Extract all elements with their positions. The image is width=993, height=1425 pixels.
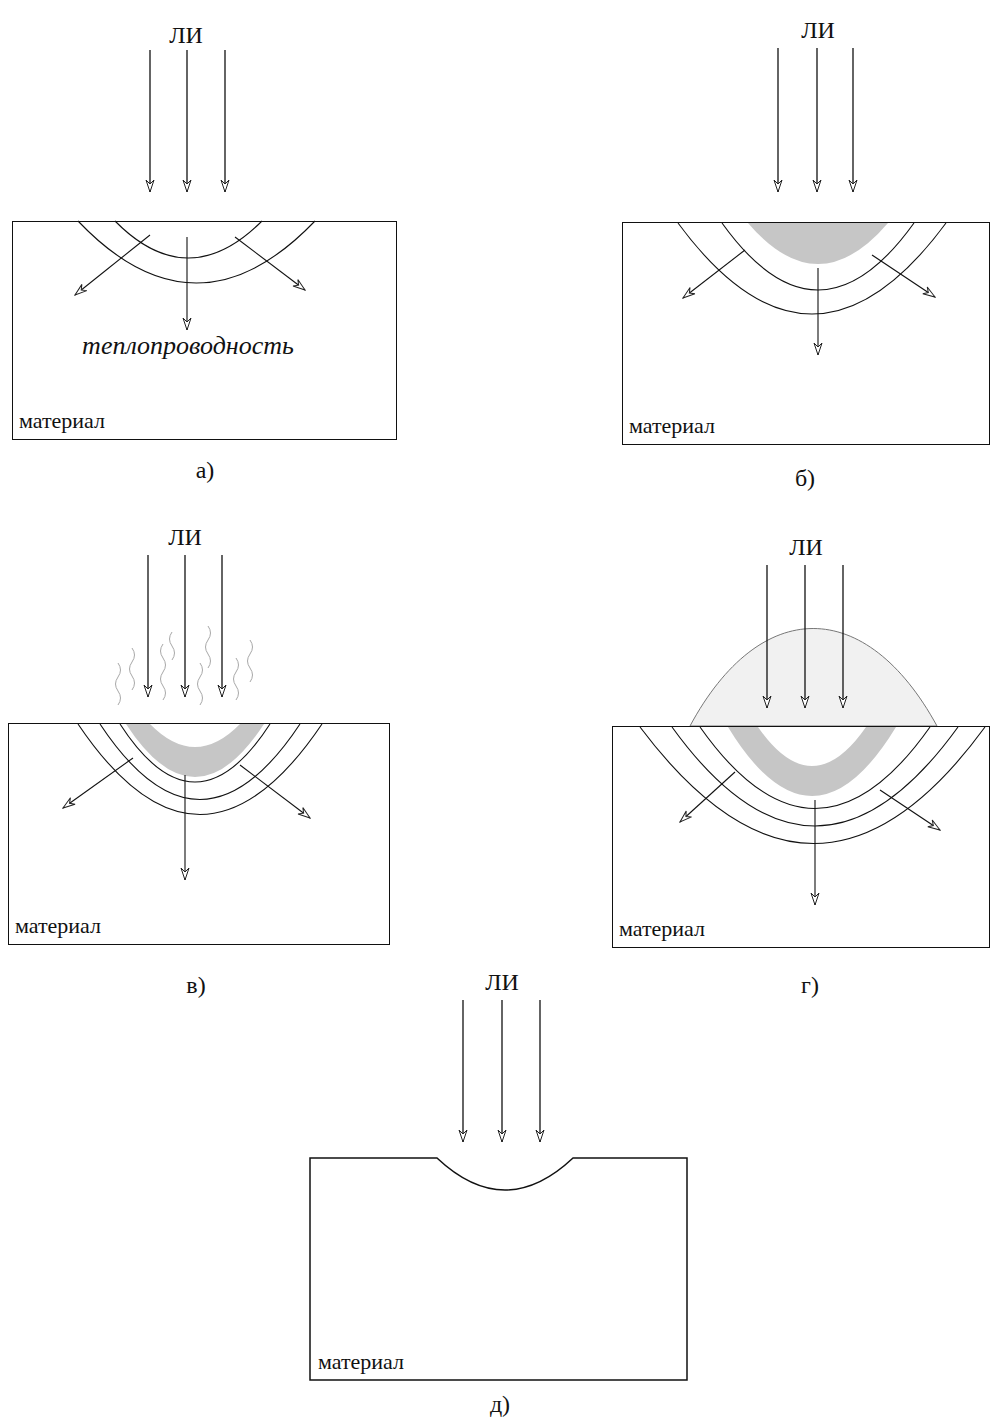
beam-label: ЛИ: [168, 524, 202, 550]
laser-beam: [463, 565, 843, 1142]
material-label: материал: [629, 414, 715, 438]
material-block: материал: [612, 726, 990, 948]
material-outline: [310, 1158, 687, 1380]
material-block: материал: [310, 1158, 687, 1380]
beam-label: ЛИ: [169, 22, 203, 48]
vapour-lines: [116, 626, 253, 705]
material-block: теплопроводность материал: [12, 221, 397, 440]
material-outline: [310, 1158, 687, 1380]
isotherm: [78, 221, 985, 844]
plasma-cloud: [690, 629, 937, 727]
panel-letter: д): [490, 1391, 510, 1417]
material-label: материал: [15, 914, 101, 938]
panel-letter: а): [196, 457, 215, 483]
material-label: материал: [19, 409, 105, 433]
material-block: материал: [622, 222, 990, 445]
material-label: материал: [318, 1350, 404, 1374]
laser-beam: [148, 48, 853, 697]
material-label: материал: [619, 917, 705, 941]
panel-letter: в): [186, 972, 205, 998]
beam-label: ЛИ: [801, 17, 835, 43]
material-block: материал: [8, 723, 390, 945]
heat-flow-arrow: [63, 235, 940, 905]
panel-letter: б): [795, 465, 815, 491]
panel-letter: г): [801, 972, 819, 998]
process-label: теплопроводность: [82, 332, 294, 361]
beam-label: ЛИ: [789, 534, 823, 560]
beam-label: ЛИ: [485, 969, 519, 995]
